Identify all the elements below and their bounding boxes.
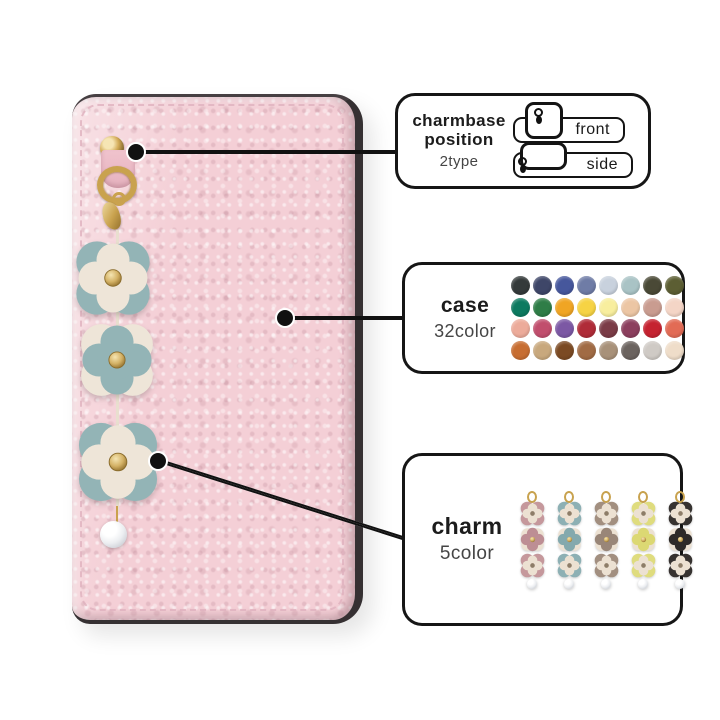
panel-charmbase-position: charmbase position 2type front side [395,93,651,189]
case-color-swatch [621,276,640,296]
charm-variant-chain [554,490,584,589]
variant-flower-top [554,498,584,528]
case-color-swatch [621,319,640,339]
case-color-swatch [511,297,530,317]
case-color-swatch [665,276,684,296]
charm-flower-1 [67,232,159,324]
case-subtitle: 32color [434,321,496,342]
variant-flower-top [665,498,695,528]
panel-charm-colors: charm 5color [402,453,695,626]
case-color-grid [511,276,684,360]
clasp-icon [675,490,685,503]
callout-line-case [287,316,403,320]
charm-subtitle: 5color [439,543,495,565]
charm-variant-chain [517,490,547,589]
stitching [80,104,344,611]
case-title: case [440,293,490,317]
case-color-swatch [599,319,618,339]
case-color-swatch [643,319,662,339]
case-color-swatch [577,297,596,317]
case-color-swatch [555,276,574,296]
case-color-swatch [577,319,596,339]
clasp-icon [601,490,611,503]
case-color-swatch [621,340,640,360]
case-color-swatch [555,297,574,317]
case-color-swatch [599,276,618,296]
case-color-swatch [643,297,662,317]
option-front-label: front [575,121,610,138]
variant-flower-middle [665,524,695,554]
charmbase-subtitle: 2type [439,153,479,171]
variant-flower-middle [628,524,658,554]
charm-flower-3 [69,413,167,511]
pearl [100,521,127,548]
case-color-swatch [577,276,596,296]
panel-case-colors: case 32color [402,262,685,374]
charmbase-title-line2: position [424,129,494,149]
case-color-swatch [555,340,574,360]
variant-flower-middle [517,524,547,554]
charm-variant-chain [628,490,658,589]
callout-dot-case [275,308,295,328]
callout-dot-charm [148,451,168,471]
case-color-swatch [643,340,662,360]
option-side-label: side [586,156,618,173]
clasp-icon [638,490,648,503]
pearl [601,578,611,589]
variant-flower-bottom [517,550,547,580]
clasp-ring [112,192,126,206]
case-color-swatch [643,276,662,296]
charm-variant-chain [665,490,695,589]
clasp-icon [527,490,537,503]
charm-title: charm [431,512,503,539]
pearl [675,578,685,589]
pearl [638,578,648,589]
callout-dot-charmbase [126,142,146,162]
case-color-swatch [511,319,530,339]
callout-line-charmbase [138,150,397,154]
case-color-swatch [599,297,618,317]
variant-flower-top [517,498,547,528]
variant-flower-bottom [591,550,621,580]
pearl [564,578,574,589]
variant-flower-bottom [665,550,695,580]
case-color-swatch [533,276,552,296]
case-color-swatch [665,297,684,317]
variant-flower-middle [591,524,621,554]
case-color-swatch [533,340,552,360]
case-color-swatch [555,319,574,339]
case-color-swatch [511,276,530,296]
charm-glyph-icon [518,157,527,173]
phone-front-icon [525,102,563,139]
case-color-swatch [665,340,684,360]
variant-flower-bottom [628,550,658,580]
variant-flower-top [628,498,658,528]
variant-flower-middle [554,524,584,554]
charmbase-title-line1: charmbase [412,110,506,130]
case-color-swatch [511,340,530,360]
case-color-swatch [599,340,618,360]
charm-variant-chain [591,490,621,589]
case-color-swatch [533,297,552,317]
charm-flower-2 [72,315,162,405]
case-color-swatch [665,319,684,339]
case-color-swatch [621,297,640,317]
charm-variants [517,490,695,589]
charm-glyph-icon [534,108,543,124]
phone-side-icon [518,142,567,173]
pearl [527,578,537,589]
variant-flower-top [591,498,621,528]
case-color-swatch [533,319,552,339]
clasp-icon [564,490,574,503]
case-color-swatch [577,340,596,360]
pearl-wire [116,506,118,524]
variant-flower-bottom [554,550,584,580]
